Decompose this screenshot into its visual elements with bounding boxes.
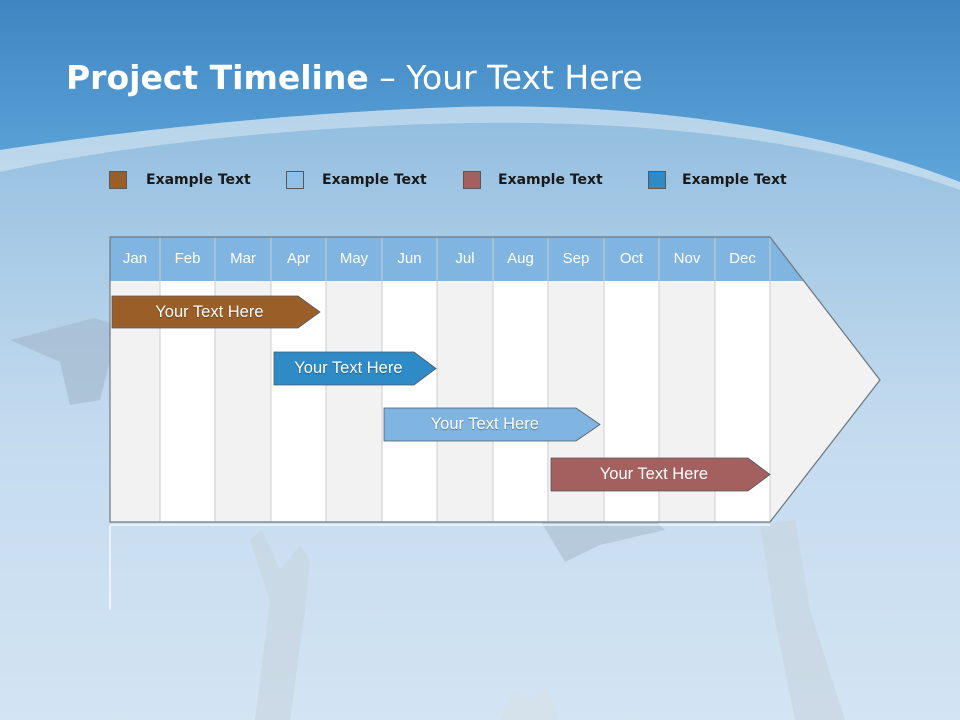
month-label: Jun xyxy=(397,250,422,267)
month-label: Dec xyxy=(729,250,756,267)
grad-cap-silhouette xyxy=(10,318,130,405)
month-label: Apr xyxy=(286,250,311,267)
header-swoosh xyxy=(0,106,960,190)
legend-swatch xyxy=(109,171,127,189)
raised-hand-silhouette xyxy=(500,688,560,720)
month-label: Mar xyxy=(230,250,256,267)
timeline-outline xyxy=(109,236,881,523)
month-column-band xyxy=(493,281,548,522)
month-label: Jul xyxy=(455,250,475,267)
month-label: May xyxy=(339,250,369,267)
legend-label: Example Text xyxy=(498,172,603,188)
task-label: Your Text Here xyxy=(430,415,539,433)
legend-label: Example Text xyxy=(682,172,787,188)
task-label: Your Text Here xyxy=(294,359,403,377)
title-rest: – Your Text Here xyxy=(368,58,643,97)
legend-label: Example Text xyxy=(146,172,251,188)
month-column-band xyxy=(382,281,437,522)
title-bold: Project Timeline xyxy=(66,58,369,97)
task-arrow xyxy=(383,407,601,442)
task-arrow xyxy=(273,351,437,386)
task-arrow xyxy=(111,295,321,329)
month-label: Nov xyxy=(673,250,701,267)
header-band xyxy=(0,0,960,182)
task-label: Your Text Here xyxy=(599,465,709,483)
raised-hand-silhouette xyxy=(760,520,845,720)
month-header-row xyxy=(110,237,770,281)
legend-label: Example Text xyxy=(322,172,427,188)
month-label: Sep xyxy=(562,250,590,267)
legend-swatch xyxy=(286,171,304,189)
month-label: Oct xyxy=(619,250,644,267)
legend-swatch xyxy=(648,171,666,189)
task-label: Your Text Here xyxy=(155,303,264,321)
task-arrow xyxy=(550,457,771,492)
legend-swatch xyxy=(463,171,481,189)
raised-hand-silhouette xyxy=(250,530,310,720)
month-label: Jan xyxy=(122,250,148,267)
month-label: Aug xyxy=(507,250,534,267)
month-label: Feb xyxy=(174,250,201,267)
slide-title: Project Timeline – Your Text Here xyxy=(66,58,643,97)
